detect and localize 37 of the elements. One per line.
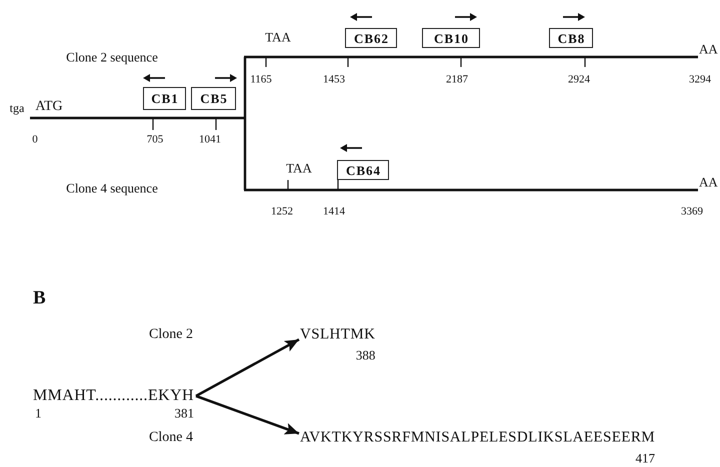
sequence-text: VSLHTMK [300, 328, 376, 342]
codon-label: tga [10, 102, 24, 114]
arrow [196, 394, 300, 435]
position-number: 2924 [568, 74, 590, 86]
primer-box: CB1 [143, 87, 186, 110]
position-number: 1414 [323, 206, 345, 218]
position-number: 0 [32, 134, 38, 146]
sequence-text: AVKTKYRSSRFMNISALPELESDLIKSLAEESEERM [300, 430, 655, 446]
polya-label: AA [699, 42, 718, 56]
clone-label: Clone 2 sequence [66, 50, 158, 64]
position-number: 3369 [681, 206, 703, 218]
codon-label: ATG [35, 100, 63, 114]
position-number: 1252 [271, 206, 293, 218]
primer-box: CB62 [345, 28, 397, 48]
codon-label: TAA [286, 162, 312, 174]
codon-label: TAA [265, 30, 291, 44]
position-number: 1165 [250, 74, 272, 86]
primer-box: CB8 [549, 28, 593, 48]
clone-label: Clone 2 [149, 328, 193, 342]
position-number: 705 [146, 134, 164, 146]
position-number: 388 [356, 348, 376, 362]
clone-label: Clone 4 [149, 431, 193, 445]
position-number: 3294 [689, 74, 711, 86]
polya-label: AA [699, 176, 718, 188]
position-number: 1453 [323, 74, 345, 86]
primer-box: CB5 [191, 87, 236, 110]
position-number: 381 [174, 406, 194, 420]
primer-box: CB64 [337, 160, 389, 180]
sequence-text: MMAHT............EKYH [33, 388, 194, 404]
position-number: 417 [636, 452, 655, 464]
position-number: 1 [35, 406, 42, 420]
position-number: 2187 [446, 74, 468, 86]
panel-letter: B [33, 288, 46, 308]
primer-box: CB10 [422, 28, 480, 48]
clone-label: Clone 4 sequence [66, 182, 158, 194]
position-number: 1041 [199, 134, 221, 146]
arrow [195, 338, 300, 398]
